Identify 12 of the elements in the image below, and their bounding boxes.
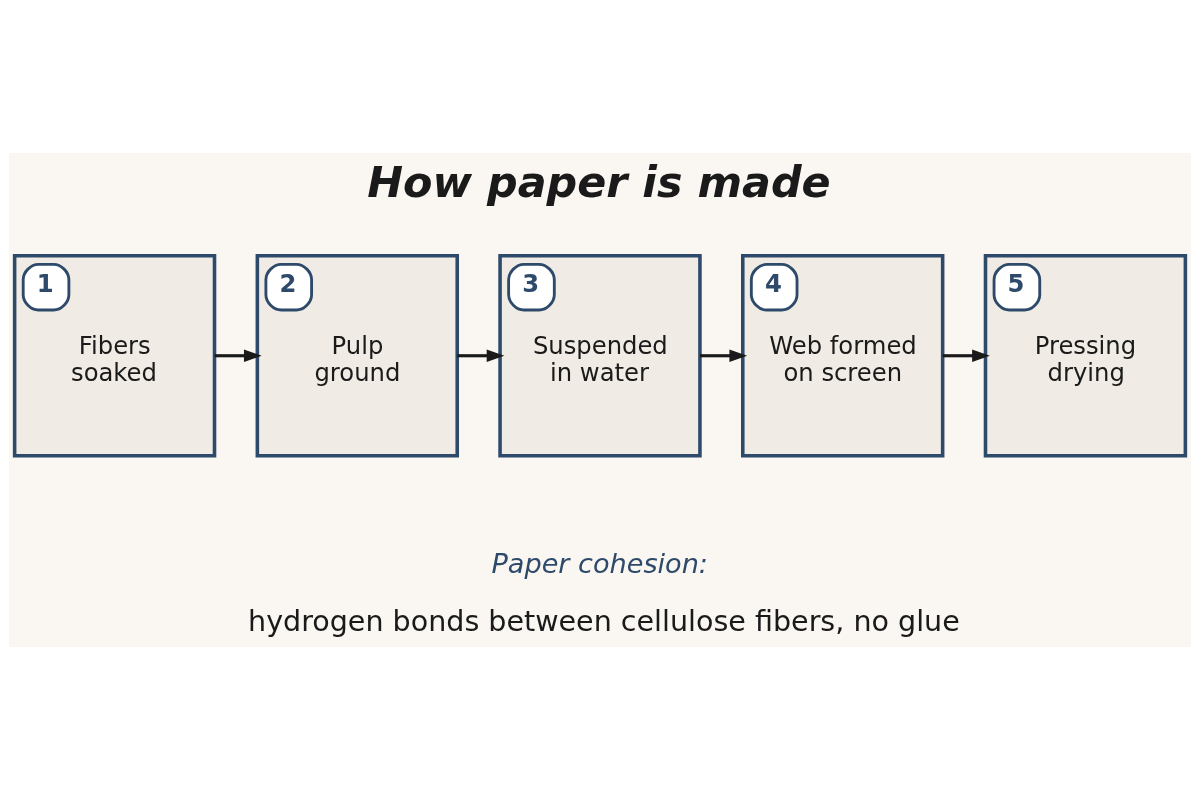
- node-box: 4 Web formed on screen: [741, 254, 945, 458]
- arrow: [214, 349, 262, 362]
- label: hydrogen bonds between cellulose fibers, no glue: [248, 604, 960, 639]
- diagram-title: How paper is made: [367, 157, 831, 208]
- node-box: 5 Pressing drying: [983, 254, 1188, 458]
- node-box: 2 Pulp ground: [255, 254, 459, 458]
- label: Paper cohesion:: [491, 548, 709, 580]
- node-box: 3 Suspended in water: [498, 254, 702, 458]
- arrow: [457, 349, 505, 362]
- node-box: 1 Fibers soaked: [12, 254, 217, 458]
- arrow: [700, 349, 748, 362]
- arrow: [942, 349, 990, 362]
